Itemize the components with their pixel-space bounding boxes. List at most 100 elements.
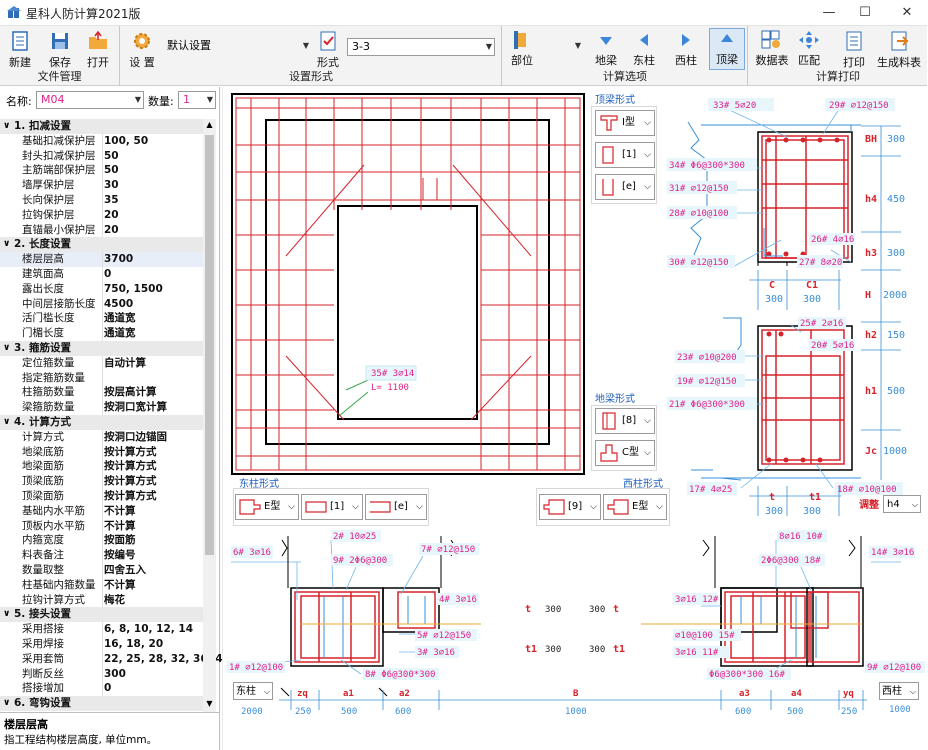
scroll-up-icon[interactable]: ▲	[206, 120, 213, 129]
property-value[interactable]: 0	[104, 268, 112, 280]
east-side-select[interactable]: 东柱 ⌵	[233, 682, 273, 700]
settings-button[interactable]: 设 置	[127, 30, 157, 70]
property-value[interactable]: 30	[104, 179, 119, 192]
property-value[interactable]: 通道宽	[104, 312, 136, 325]
property-row[interactable]: 数量取整四舍五入	[0, 563, 203, 578]
minimize-button[interactable]: —	[822, 5, 836, 20]
top-beam-form-select-3[interactable]: [e] ⌵	[595, 174, 655, 200]
property-category[interactable]: ∨4. 计算方式	[0, 415, 203, 430]
property-row[interactable]: 顶梁底筋按计算方式	[0, 474, 203, 489]
property-row[interactable]: 柱箍筋数量按层高计算	[0, 385, 203, 401]
scroll-down-icon[interactable]: ▼	[206, 699, 213, 708]
close-button[interactable]: ✕	[901, 5, 913, 20]
property-value[interactable]: 3700	[104, 253, 134, 266]
collapse-icon[interactable]: ∨	[3, 417, 11, 427]
property-value[interactable]: 按计算方式	[104, 460, 157, 473]
property-row[interactable]: 计算方式按洞口边锚固	[0, 429, 203, 445]
collapse-icon[interactable]: ∨	[3, 343, 11, 353]
property-row[interactable]: 内箍宽度按面筋	[0, 533, 203, 549]
property-value[interactable]: 不计算	[104, 578, 136, 591]
east-col-button[interactable]: 东柱	[629, 30, 659, 68]
drawing-canvas[interactable]: 35# 3⌀14 L= 1100	[222, 88, 927, 750]
top-beam-button[interactable]: 顶梁	[709, 28, 745, 70]
gen-table-button[interactable]: 生成料表	[875, 30, 923, 70]
property-value[interactable]: 16, 18, 20	[104, 638, 164, 650]
east-col-form-select-3[interactable]: [e] ⌵	[365, 494, 427, 520]
property-row[interactable]: 定位箍数量自动计算	[0, 355, 203, 371]
preset-select[interactable]: 默认设置 ▼	[163, 38, 311, 56]
rebar-match-button[interactable]: 匹配	[793, 30, 825, 68]
property-row[interactable]: 地梁面筋按计算方式	[0, 459, 203, 475]
property-value[interactable]: 通道宽	[104, 327, 136, 340]
property-value[interactable]: 50	[104, 149, 119, 162]
open-button[interactable]: 打开	[83, 30, 113, 70]
collapse-icon[interactable]: ∨	[3, 239, 11, 250]
position-button[interactable]: 部位	[509, 30, 535, 68]
property-category[interactable]: ∨6. 弯钩设置	[0, 696, 203, 711]
property-value[interactable]: 20	[104, 208, 119, 221]
property-category[interactable]: ∨1. 扣减设置	[0, 119, 203, 134]
property-value[interactable]: 35	[104, 194, 119, 206]
property-row[interactable]: 指定箍筋数量	[0, 370, 203, 386]
print-button[interactable]: 打印	[839, 30, 869, 70]
east-col-form-select-1[interactable]: E型 ⌵	[235, 494, 299, 520]
property-value[interactable]: 按计算方式	[104, 490, 157, 502]
top-beam-form-select-2[interactable]: [1] ⌵	[595, 142, 655, 168]
west-side-select[interactable]: 西柱 ⌵	[879, 682, 919, 700]
property-row[interactable]: 地梁底筋按计算方式	[0, 444, 203, 460]
west-col-button[interactable]: 西柱	[671, 30, 701, 68]
property-value[interactable]: 不计算	[104, 504, 136, 517]
property-row[interactable]: 梁箍筋数量按洞口宽计算	[0, 400, 203, 415]
property-value[interactable]: 自动计算	[104, 356, 146, 369]
property-value[interactable]: 按层高计算	[104, 386, 157, 399]
property-row[interactable]: 基础内水平筋不计算	[0, 503, 203, 519]
property-value[interactable]: 按面筋	[104, 534, 136, 547]
property-value[interactable]: 按洞口宽计算	[104, 401, 167, 414]
west-col-form-select-2[interactable]: E型 ⌵	[603, 494, 667, 520]
section-select[interactable]: 3-3 ▼	[347, 38, 495, 56]
property-value[interactable]: 四舍五入	[104, 564, 146, 576]
save-button[interactable]: 保存	[45, 30, 75, 70]
west-col-form-select-1[interactable]: [9] ⌵	[539, 494, 601, 520]
property-row[interactable]: 拉钩计算方式梅花	[0, 592, 203, 608]
ground-beam-form-select-1[interactable]: [8] ⌵	[595, 408, 655, 434]
property-value[interactable]: 4500	[104, 297, 134, 310]
property-row[interactable]: 顶板内水平筋不计算	[0, 518, 203, 534]
property-row[interactable]: 柱基础内箍数量不计算	[0, 577, 203, 593]
adjust-select[interactable]: h4 ⌵	[883, 495, 921, 513]
property-value[interactable]: 100, 50	[104, 134, 149, 147]
property-row[interactable]: 料表备注按编号	[0, 548, 203, 563]
top-beam-form-select-1[interactable]: I型 ⌵	[595, 110, 655, 136]
ground-beam-button[interactable]: 地梁	[591, 30, 621, 68]
name-select[interactable]: M04 ▼	[36, 91, 144, 109]
property-category[interactable]: ∨2. 长度设置	[0, 237, 203, 253]
property-value[interactable]: 按计算方式	[104, 475, 157, 488]
ground-beam-form-select-2[interactable]: C型 ⌵	[595, 440, 655, 466]
property-value[interactable]: 22, 25, 28, 32, 36, 4	[104, 652, 223, 665]
property-row[interactable]: 门楣长度通道宽	[0, 326, 203, 341]
collapse-icon[interactable]: ∨	[3, 698, 11, 709]
property-value[interactable]: 按编号	[104, 549, 136, 562]
maximize-button[interactable]: ☐	[859, 5, 871, 20]
east-col-form-select-2[interactable]: [1] ⌵	[301, 494, 363, 520]
collapse-icon[interactable]: ∨	[3, 609, 11, 620]
property-value[interactable]: 6, 8, 10, 12, 14	[104, 623, 194, 636]
property-scrollbar[interactable]: ▲ ▼	[203, 119, 216, 712]
qty-select[interactable]: 1 ▼	[178, 91, 216, 109]
property-row[interactable]: 顶梁面筋按计算方式	[0, 489, 203, 504]
property-category[interactable]: ∨3. 箍筋设置	[0, 341, 203, 356]
property-value[interactable]: 不计算	[104, 519, 136, 532]
property-value[interactable]: 按洞口边锚固	[104, 430, 167, 443]
